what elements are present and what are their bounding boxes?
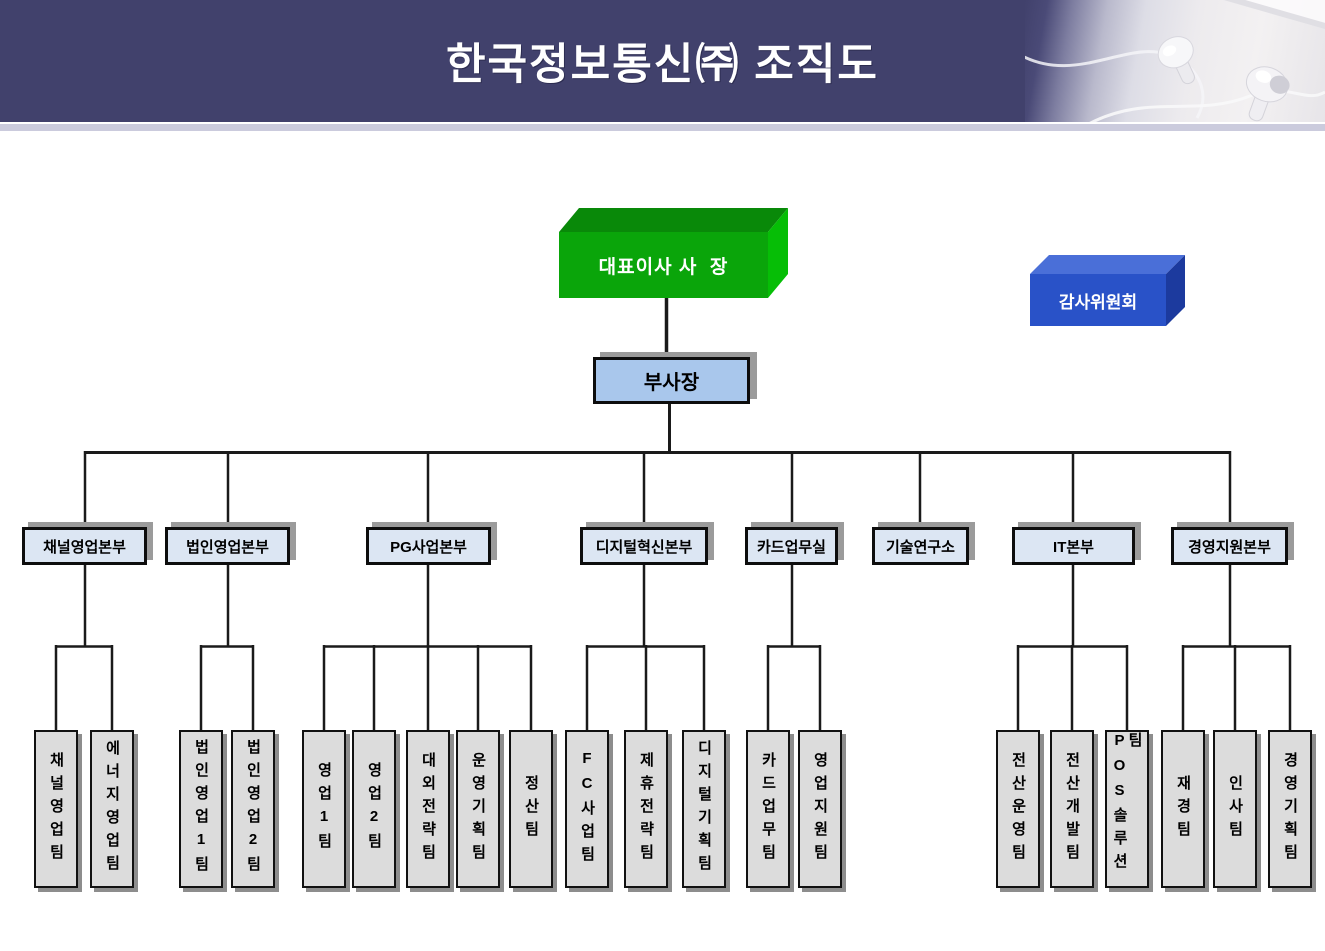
audit-box-3d-shape (1030, 255, 1185, 326)
header-bar: 한국정보통신㈜ 조직도 (0, 0, 1325, 128)
vice-president-box: 부사장 (593, 357, 750, 404)
audit-committee-label: 감사위원회 (1058, 292, 1138, 312)
team-label: 재경팀 (1174, 774, 1192, 844)
dept-label: 법인영업본부 (186, 538, 269, 556)
team-box: 대외전략팀 (406, 730, 450, 888)
dept-box-corporate-sales: 법인영업본부 (165, 527, 290, 565)
dept-label: IT본부 (1053, 538, 1094, 556)
team-label: 영업지원팀 (811, 751, 829, 867)
dept-box-digital-innovation: 디지털혁신본부 (580, 527, 708, 565)
team-box: 경영기획팀 (1268, 730, 1312, 888)
team-label: 카드업무팀 (759, 751, 777, 867)
earphones-illustration (1014, 0, 1325, 128)
team-label: 전산운영팀 (1009, 751, 1027, 867)
team-label: 인사팀 (1226, 774, 1244, 844)
team-label: 채널영업팀 (47, 751, 65, 867)
team-box: 전산개발팀 (1050, 730, 1094, 888)
team-label: 영업1팀 (315, 762, 333, 856)
ceo-label: 대표이사 사 장 (598, 256, 729, 278)
team-box: 재경팀 (1161, 730, 1205, 888)
dept-box-tech-research: 기술연구소 (872, 527, 969, 565)
team-label: POS솔루션팀 (1111, 732, 1143, 876)
team-box: 영업1팀 (302, 730, 346, 888)
team-box: 법인영업1팀 (179, 730, 223, 888)
team-box: 운영기획팀 (456, 730, 500, 888)
dept-box-card-operations: 카드업무실 (745, 527, 838, 565)
team-box: 정산팀 (509, 730, 553, 888)
team-label: 영업2팀 (365, 762, 383, 856)
ceo-box-3d-shape (559, 208, 788, 298)
dept-label: 채널영업본부 (43, 538, 126, 556)
dept-label: PG사업본부 (390, 538, 467, 556)
team-box: 인사팀 (1213, 730, 1257, 888)
ceo-box: 대표이사 사 장 (559, 208, 788, 298)
team-box: 영업2팀 (352, 730, 396, 888)
audit-committee-box: 감사위원회 (1030, 255, 1185, 326)
team-box: FC사업팀 (565, 730, 609, 888)
team-box: 법인영업2팀 (231, 730, 275, 888)
earphones-photo (1014, 0, 1325, 128)
team-box: 카드업무팀 (746, 730, 790, 888)
dept-label: 디지털혁신본부 (595, 538, 693, 556)
team-label: 에너지영업팀 (103, 740, 121, 878)
team-label: 법인영업2팀 (244, 739, 262, 879)
team-label: 법인영업1팀 (192, 739, 210, 879)
team-label: 경영기획팀 (1281, 751, 1299, 867)
team-label: 제휴전략팀 (637, 751, 655, 867)
header-accent-strip (0, 124, 1325, 131)
team-box: 제휴전략팀 (624, 730, 668, 888)
dept-box-it-division: IT본부 (1012, 527, 1135, 565)
team-box: 에너지영업팀 (90, 730, 134, 888)
team-label: FC사업팀 (578, 749, 596, 869)
vice-president-label: 부사장 (643, 372, 700, 394)
team-box: 전산운영팀 (996, 730, 1040, 888)
team-box: 채널영업팀 (34, 730, 78, 888)
dept-box-channel-sales: 채널영업본부 (22, 527, 147, 565)
dept-label: 기술연구소 (885, 538, 955, 556)
team-box: POS솔루션팀 (1105, 730, 1149, 888)
dept-label: 경영지원본부 (1188, 538, 1271, 556)
page-title: 한국정보통신㈜ 조직도 (446, 41, 879, 89)
team-box: 디지털기획팀 (682, 730, 726, 888)
dept-label: 카드업무실 (756, 538, 826, 556)
team-label: 디지털기획팀 (695, 740, 713, 878)
team-label: 대외전략팀 (419, 751, 437, 867)
dept-box-management-support: 경영지원본부 (1171, 527, 1288, 565)
dept-box-pg-business: PG사업본부 (366, 527, 491, 565)
team-label: 전산개발팀 (1063, 751, 1081, 867)
team-box: 영업지원팀 (798, 730, 842, 888)
team-label: 운영기획팀 (469, 751, 487, 867)
team-label: 정산팀 (522, 774, 540, 844)
